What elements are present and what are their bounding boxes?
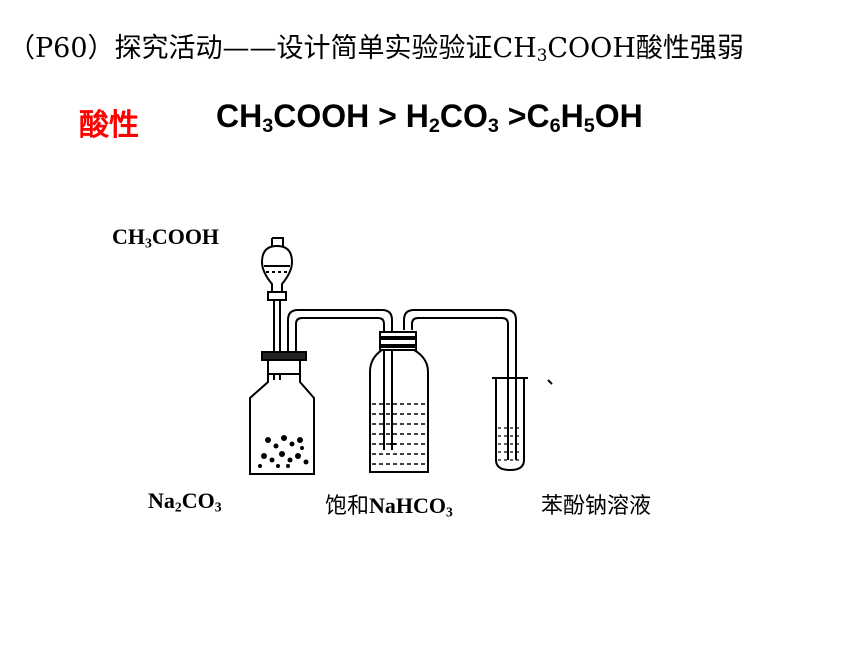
acidity-order-formula: CH3COOH > H2CO3 >C6H5OH	[216, 98, 643, 137]
flask1-reagent-label: Na2CO3	[148, 488, 222, 515]
page-title: （P60）探究活动——设计简单实验验证CH3COOH酸性强弱	[8, 33, 744, 66]
funnel-reagent-label: CH3COOH	[112, 224, 220, 251]
test-tube	[492, 377, 528, 472]
reaction-flask	[249, 351, 315, 475]
test-tube-reagent-label: 苯酚钠溶液	[541, 494, 652, 519]
test-tube-liquid	[498, 427, 522, 461]
acidity-label: 酸性	[79, 108, 139, 143]
wash-bottle	[369, 331, 429, 473]
wash-bottle-liquid	[372, 403, 426, 465]
solid-carbonate	[258, 435, 309, 468]
separatory-funnel	[260, 237, 294, 380]
gas-tube-2	[403, 309, 517, 460]
gas-tube-1	[287, 309, 393, 450]
flask2-reagent-label: 饱和NaHCO3	[325, 493, 453, 520]
